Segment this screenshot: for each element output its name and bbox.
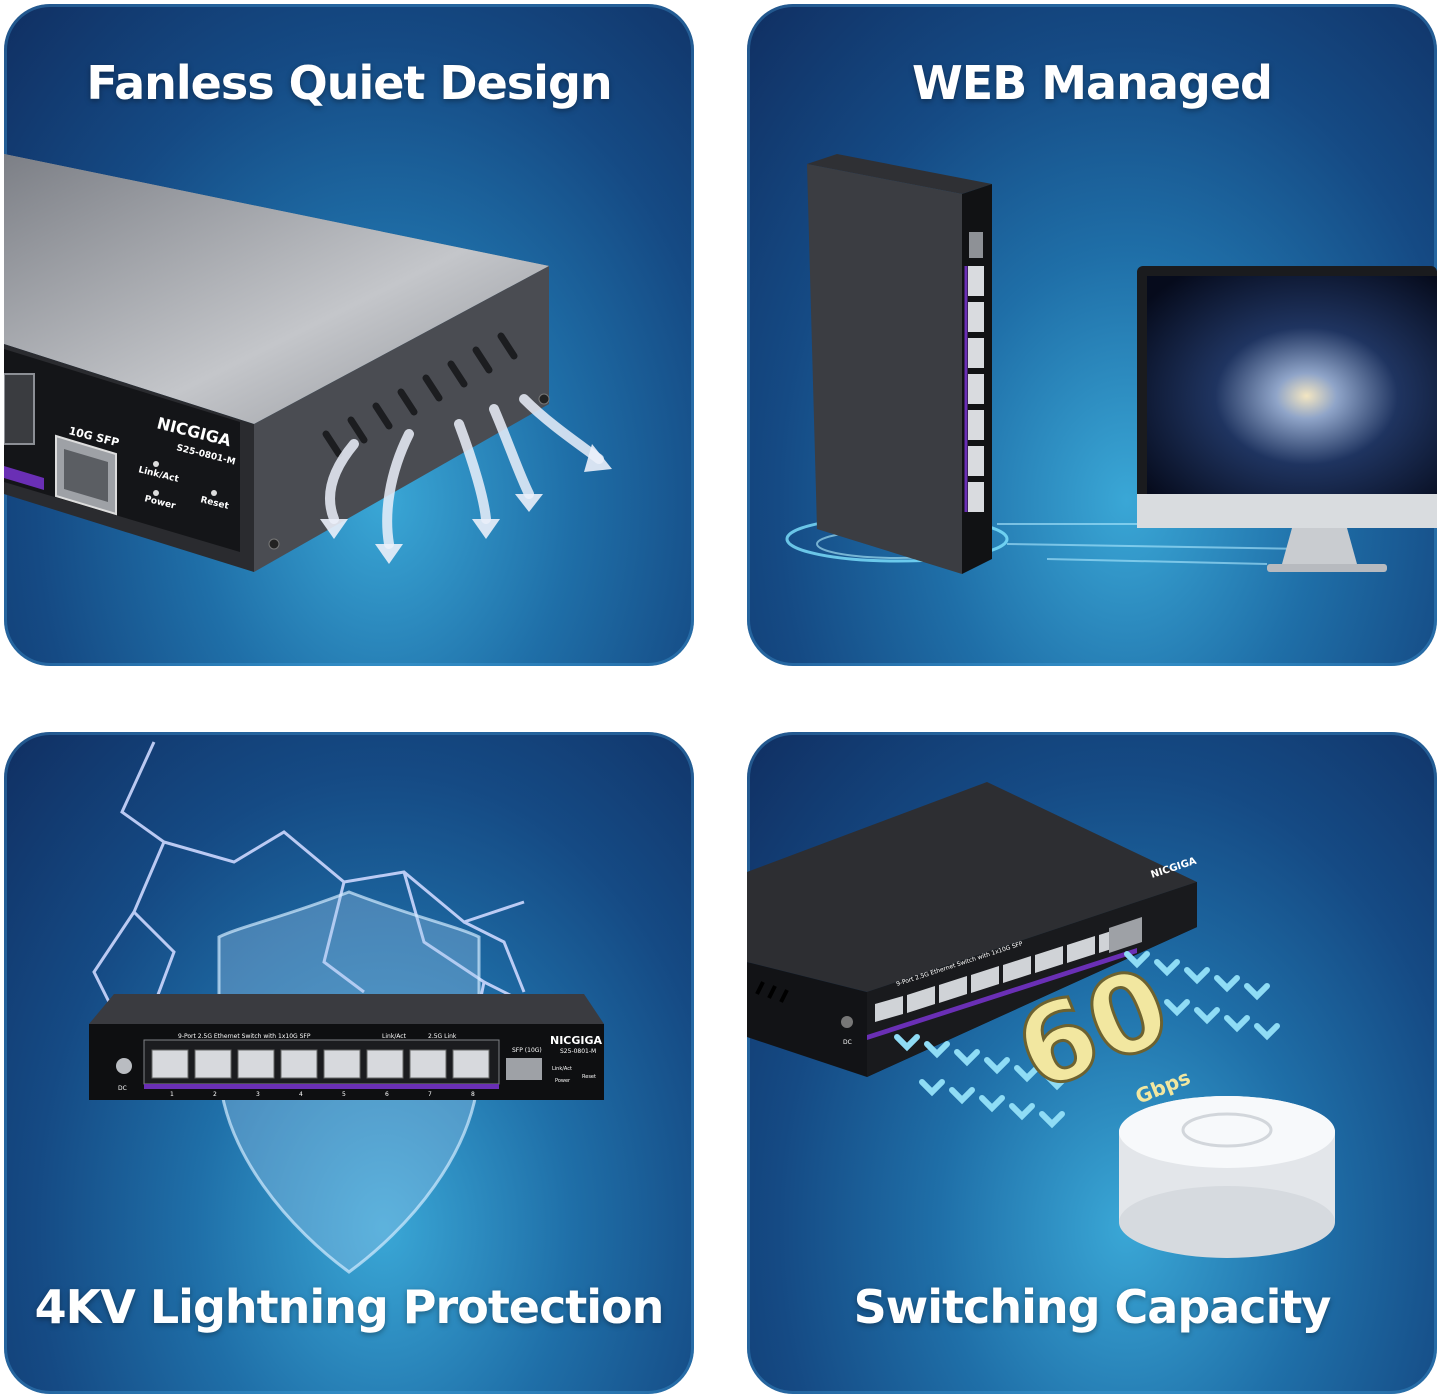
port-number: 2 xyxy=(213,1091,217,1098)
switching-illustration: NICGIGA 9-Port 2.5G Ethernet Switch with… xyxy=(747,782,1335,1258)
lightning-illustration: 1 2 3 4 5 6 7 8 9-Port 2.5G Ethernet Swi… xyxy=(89,741,604,1274)
web-managed-illustration xyxy=(785,154,1437,574)
port-number: 7 xyxy=(428,1091,432,1098)
dc-label: DC xyxy=(118,1085,127,1092)
led-label-reset: Reset xyxy=(582,1074,596,1080)
switch-illustration-fanless: 10G SFP NICGIGA S25-0801-M Link/Act Powe… xyxy=(4,154,612,572)
model-label: S25-0801-M xyxy=(560,1048,596,1055)
port-number: 1 xyxy=(170,1091,174,1098)
led-label-power: Power xyxy=(555,1078,571,1084)
port-number: 5 xyxy=(342,1091,346,1098)
card-title: Fanless Quiet Design xyxy=(86,56,612,110)
dc-label: DC xyxy=(843,1039,852,1046)
card-title: 4KV Lightning Protection xyxy=(34,1280,665,1334)
feature-card-fanless: 10G SFP NICGIGA S25-0801-M Link/Act Powe… xyxy=(4,4,694,666)
port-number: 8 xyxy=(471,1091,475,1098)
port-number: 6 xyxy=(385,1091,389,1098)
brand-label: NICGIGA xyxy=(550,1034,603,1047)
card-title: Switching Capacity xyxy=(853,1280,1332,1334)
card-title: WEB Managed xyxy=(912,56,1273,110)
legend-linkact: Link/Act xyxy=(382,1033,407,1040)
feature-card-switching: NICGIGA 9-Port 2.5G Ethernet Switch with… xyxy=(747,732,1437,1394)
port-number: 3 xyxy=(256,1091,260,1098)
led-label-linkact: Link/Act xyxy=(552,1066,572,1072)
feature-card-web-managed: WEB Managed xyxy=(747,4,1437,666)
feature-card-lightning: 1 2 3 4 5 6 7 8 9-Port 2.5G Ethernet Swi… xyxy=(4,732,694,1394)
port-number: 4 xyxy=(299,1091,303,1098)
front-label: 9-Port 2.5G Ethernet Switch with 1x10G S… xyxy=(178,1033,311,1040)
legend-2-5g-link: 2.5G Link xyxy=(428,1033,457,1040)
data-flow-chevrons-icon xyxy=(894,951,1280,1129)
sfp-label: SFP (10G) xyxy=(512,1047,542,1054)
